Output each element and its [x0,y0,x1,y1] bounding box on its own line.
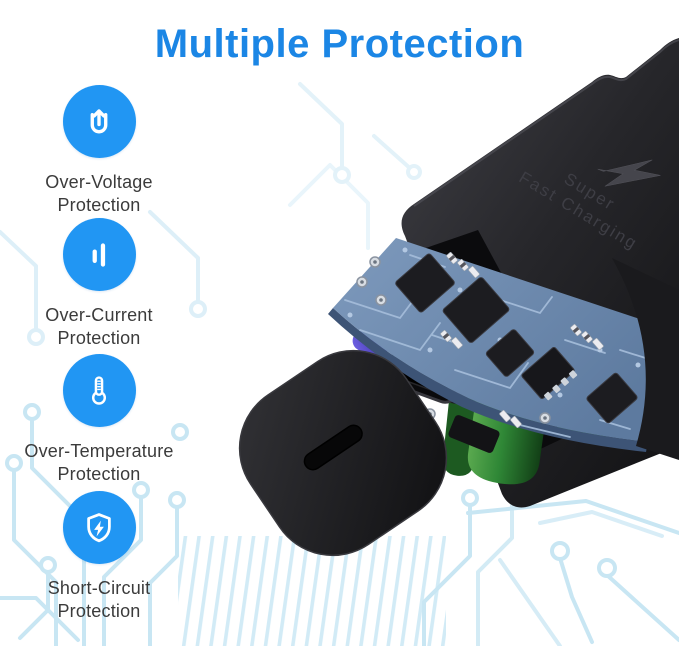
ic-chip-with-pins [521,347,578,401]
trace-bus-stripes [178,536,446,646]
charger-body-edge-highlight [413,39,679,207]
charger: Super Fast Charging [238,38,679,557]
pcb-traces [344,254,656,438]
ic-chips [395,253,638,424]
front-faceplate [238,349,448,557]
smd-components [440,251,604,429]
charger-shell-lip [612,258,679,460]
lightning-bolt-icon [597,159,661,187]
usb-c-slot [303,424,363,471]
background-circuit-pattern [0,82,679,646]
usb-c-port-bracket [448,415,500,453]
